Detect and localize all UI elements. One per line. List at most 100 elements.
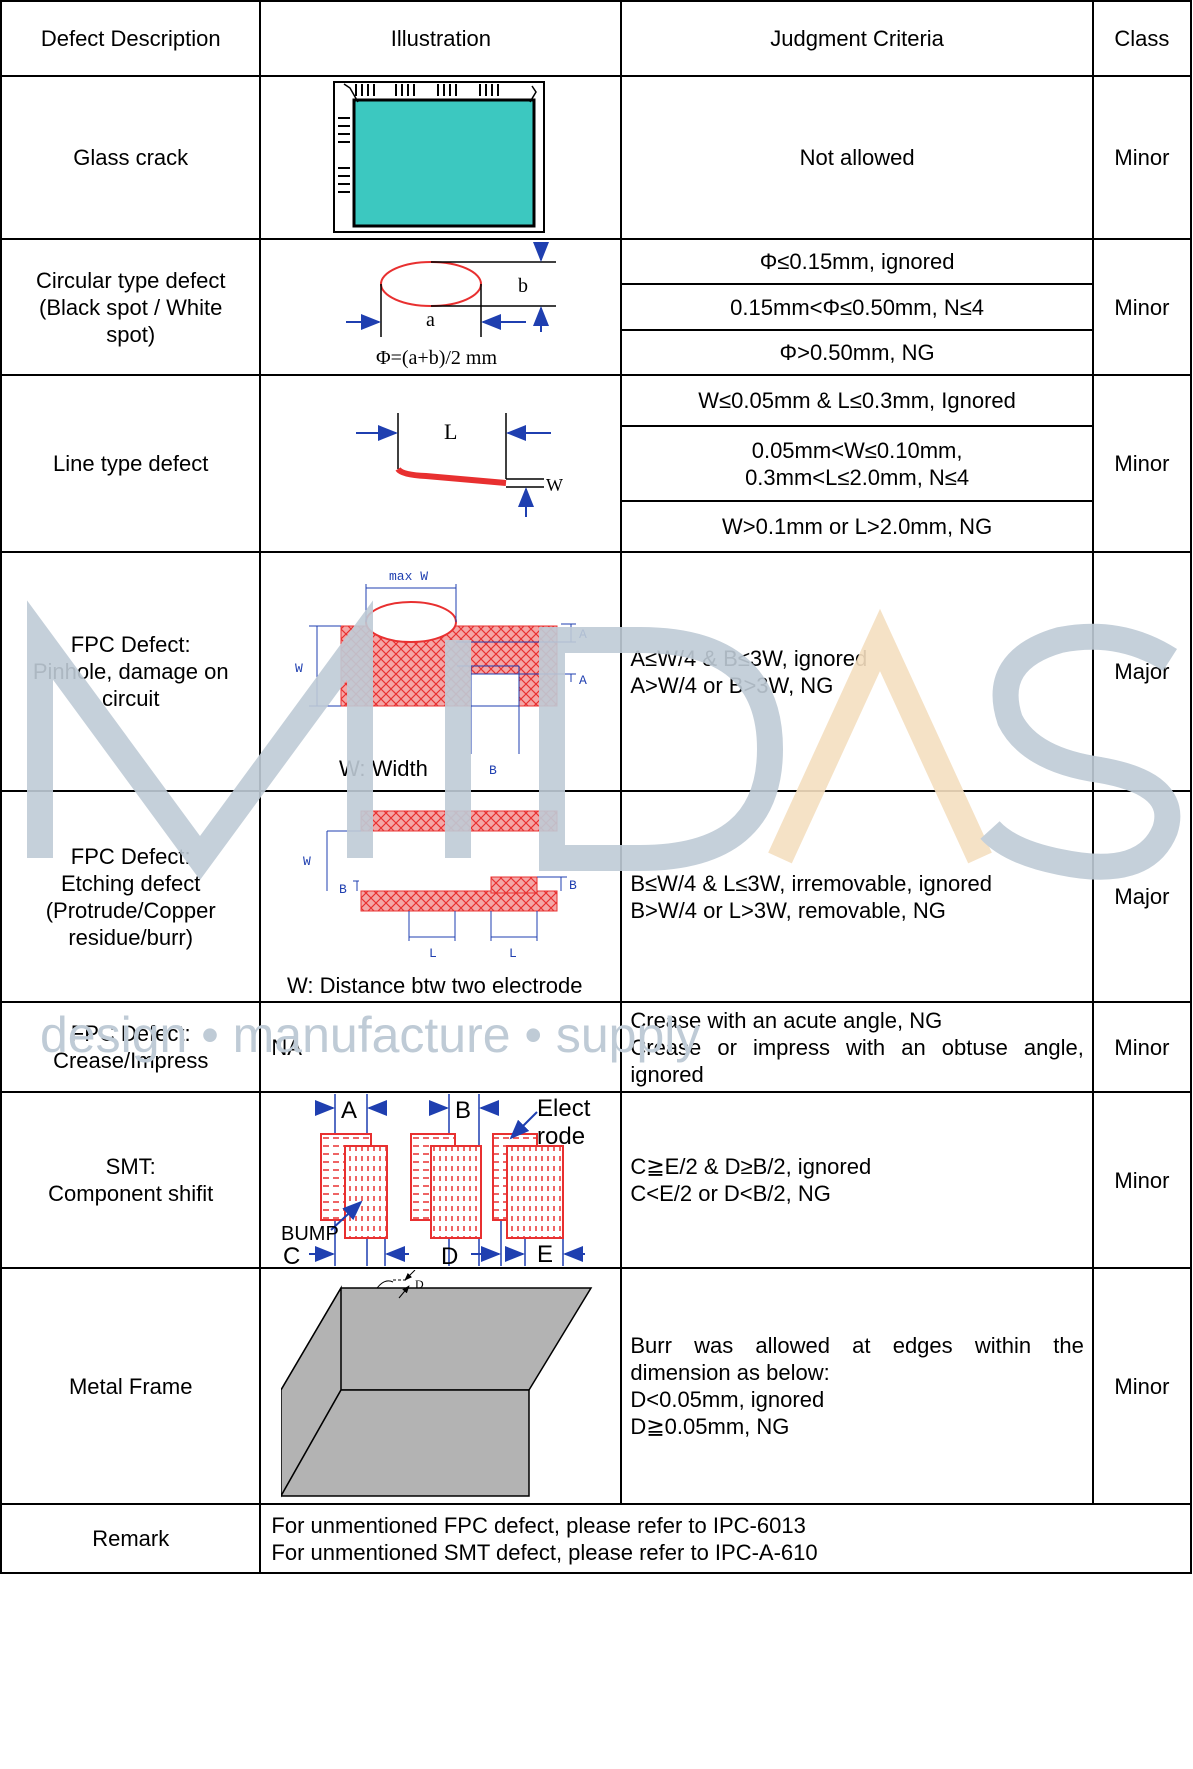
criteria-text: 0.15mm<Φ≤0.50mm, N≤4 (620, 283, 1094, 331)
defect-name: SMT: Component shifit (0, 1091, 262, 1269)
criteria-text: Crease with an acute angle, NG Crease or… (620, 1001, 1094, 1093)
defect-name-line: FPC Defect: (70, 1021, 191, 1046)
row-circular-3: Φ>0.50mm, NG (1, 329, 1191, 376)
defect-name-line: FPC Defect: (70, 843, 191, 869)
criteria-line: D≧0.05mm, NG (630, 1414, 790, 1439)
criteria-line: Burr was allowed at edges within the dim… (630, 1333, 1084, 1385)
label-l: L (444, 419, 457, 444)
defect-name: Glass crack (0, 75, 262, 240)
illustration-line: L W (259, 374, 623, 553)
row-circular: Circular type defect (Black spot / White… (0, 238, 1193, 376)
label-l-left: L (429, 946, 437, 961)
row-glass-crack: Glass crack Not allowed Minor (0, 75, 1193, 240)
glass-crack-illustration (332, 80, 545, 233)
row-circular-2: 0.15mm<Φ≤0.50mm, N≤4 (1, 283, 1191, 331)
label-a-top: A (579, 627, 587, 642)
label-a: a (426, 309, 435, 331)
label-bump: BUMP (281, 1223, 339, 1245)
class-value: Major (1091, 551, 1193, 792)
illustration-metal-frame: D (259, 1267, 623, 1505)
illustration-glass-crack (259, 75, 623, 240)
row-metal-frame: Metal Frame D Burr was allowed at edges … (0, 1267, 1193, 1505)
label-electrode-1: Elect (537, 1095, 591, 1122)
criteria-line: B>W/4 or L>3W, removable, NG (630, 897, 946, 923)
label-b-right: B (569, 878, 577, 893)
row-line-3: W>0.1mm or L>2.0mm, NG (1, 500, 1191, 553)
header-criteria: Judgment Criteria (620, 0, 1094, 77)
label-b: b (518, 275, 528, 297)
line-defect-illustration: L W (355, 412, 563, 517)
class-value: Minor (1091, 238, 1193, 376)
remark-line: For unmentioned SMT defect, please refer… (271, 1539, 818, 1565)
defect-name: Metal Frame (0, 1267, 262, 1505)
class-value: Minor (1091, 75, 1193, 240)
criteria-text: 0.05mm<W≤0.10mm, 0.3mm<L≤2.0mm, N≤4 (620, 425, 1094, 502)
criteria-text: W≤0.05mm & L≤0.3mm, Ignored (620, 374, 1094, 427)
remark-text: For unmentioned FPC defect, please refer… (259, 1503, 1192, 1574)
label-w: W (295, 661, 303, 676)
label-maxw: max W (389, 569, 428, 584)
metal-frame-illustration: D (280, 1270, 593, 1498)
criteria-line: A≤W/4 & B≤3W, ignored (630, 645, 868, 671)
criteria-line: 0.05mm<W≤0.10mm, (751, 437, 963, 463)
criteria-text: Φ≤0.15mm, ignored (620, 238, 1094, 285)
label-b: B (489, 763, 497, 778)
formula: Φ=(a+b)/2 mm (376, 347, 497, 369)
row-pinhole: FPC Defect: Pinhole, damage on circuit m… (0, 551, 1193, 792)
label-a: A (341, 1097, 357, 1124)
class-value: Minor (1091, 1267, 1193, 1505)
defect-name-line: Crease/Impress (53, 1048, 209, 1073)
defect-name: FPC Defect: Etching defect (Protrude/Cop… (0, 790, 262, 1003)
criteria-text: B≤W/4 & L≤3W, irremovable, ignored B>W/4… (620, 790, 1094, 1003)
label-l-right: L (509, 946, 517, 961)
label-electrode-2: rode (537, 1123, 585, 1150)
criteria-text: Φ>0.50mm, NG (620, 329, 1094, 376)
header-class: Class (1091, 0, 1193, 77)
row-line-2: 0.05mm<W≤0.10mm, 0.3mm<L≤2.0mm, N≤4 (1, 425, 1191, 502)
caption: W: Width (339, 756, 428, 781)
caption: W: Distance btw two electrode (287, 973, 583, 998)
defect-name-line: SMT: (105, 1154, 156, 1179)
illustration-pinhole: max W W A A B W: Width (259, 551, 623, 792)
criteria-line: C<E/2 or D<B/2, NG (630, 1181, 831, 1206)
criteria-text: C≧E/2 & D≥B/2, ignored C<E/2 or D<B/2, N… (620, 1091, 1094, 1269)
label-c: C (283, 1243, 300, 1266)
row-smt: SMT: Component shifit (0, 1091, 1193, 1269)
defect-name-line: Component shifit (48, 1181, 214, 1206)
defect-name-line: FPC Defect: (70, 632, 191, 657)
illustration-crease: NA (259, 1001, 623, 1093)
criteria-line: A>W/4 or B>3W, NG (630, 672, 834, 698)
header-defect: Defect Description (0, 0, 262, 77)
criteria-text: Burr was allowed at edges within the dim… (620, 1267, 1094, 1505)
defect-name-line: Pinhole, damage on circuit (32, 659, 229, 711)
pinhole-illustration: max W W A A B W: Width (295, 569, 587, 781)
label-d: D (441, 1243, 458, 1266)
row-remark: Remark For unmentioned FPC defect, pleas… (0, 1503, 1192, 1574)
illustration-circular: a b Φ=(a+b)/2 mm (259, 238, 623, 376)
illustration-etching: W B B L L W: Distance btw two electrode (259, 790, 623, 1003)
criteria-text: W>0.1mm or L>2.0mm, NG (620, 500, 1094, 553)
criteria-line: Crease or impress with an obtuse angle, … (630, 1034, 1084, 1087)
criteria-line: 0.3mm<L≤2.0mm, N≤4 (745, 464, 970, 490)
illustration-smt: A B Elect rode BUMP C D E (259, 1091, 623, 1269)
defect-table: Defect Description Illustration Judgment… (0, 0, 1193, 1574)
label-b: B (455, 1097, 471, 1124)
criteria-text: Not allowed (620, 75, 1094, 240)
remark-line: For unmentioned FPC defect, please refer… (271, 1512, 806, 1538)
criteria-line: D<0.05mm, ignored (630, 1387, 825, 1412)
label-b-left: B (339, 882, 347, 897)
defect-name-line: Etching defect (Protrude/Copper residue/… (45, 870, 216, 950)
label-w: W (303, 854, 311, 869)
criteria-line: Crease with an acute angle, NG (630, 1007, 943, 1033)
defect-name: Circular type defect (Black spot / White… (0, 238, 262, 376)
etching-illustration: W B B L L W: Distance btw two electrode (287, 810, 583, 998)
label-w: W (546, 475, 563, 495)
criteria-line: B≤W/4 & L≤3W, irremovable, ignored (630, 870, 992, 896)
row-line: Line type defect L W W≤0.05mm & L≤0.3mm,… (0, 374, 1193, 553)
row-etching: FPC Defect: Etching defect (Protrude/Cop… (0, 790, 1193, 1003)
defect-name: FPC Defect: Crease/Impress (0, 1001, 262, 1093)
criteria-text: A≤W/4 & B≤3W, ignored A>W/4 or B>3W, NG (620, 551, 1094, 792)
criteria-line: C≧E/2 & D≥B/2, ignored (630, 1154, 872, 1179)
remark-label: Remark (0, 1503, 262, 1574)
